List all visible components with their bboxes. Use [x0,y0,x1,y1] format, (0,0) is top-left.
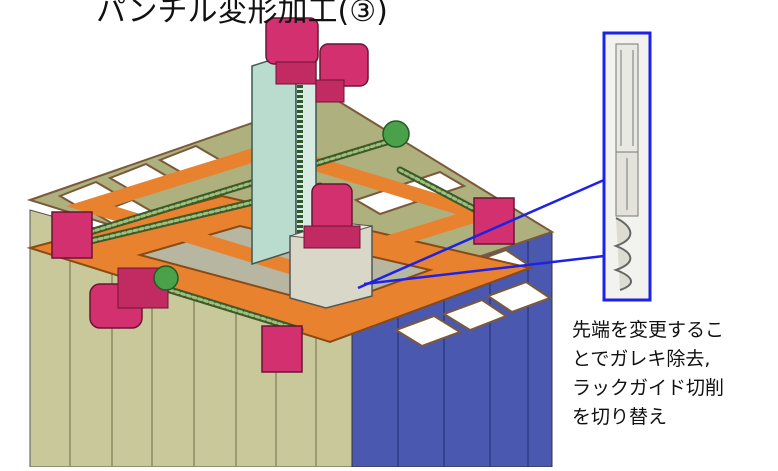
callout-lines [357,178,605,290]
figure-title: パンチル変形加工(③) [96,0,388,29]
corner-blocks [51,197,515,373]
note-line-1: 先端を変更するこ [572,319,725,341]
motor-top [265,17,319,85]
tool-detail-image [613,43,639,291]
note-line-4: を切り替え [572,406,668,428]
gear-right [382,120,410,148]
motor-head [303,183,361,249]
note-line-2: とでガレキ除去, [572,348,711,370]
gear-left [153,265,179,291]
note-line-3: ラックガイド切削 [572,377,725,399]
tool-change-note: 先端を変更するこ とでガレキ除去, ラックガイド切削 を切り替え [572,316,778,432]
motor-top-side [315,43,369,103]
